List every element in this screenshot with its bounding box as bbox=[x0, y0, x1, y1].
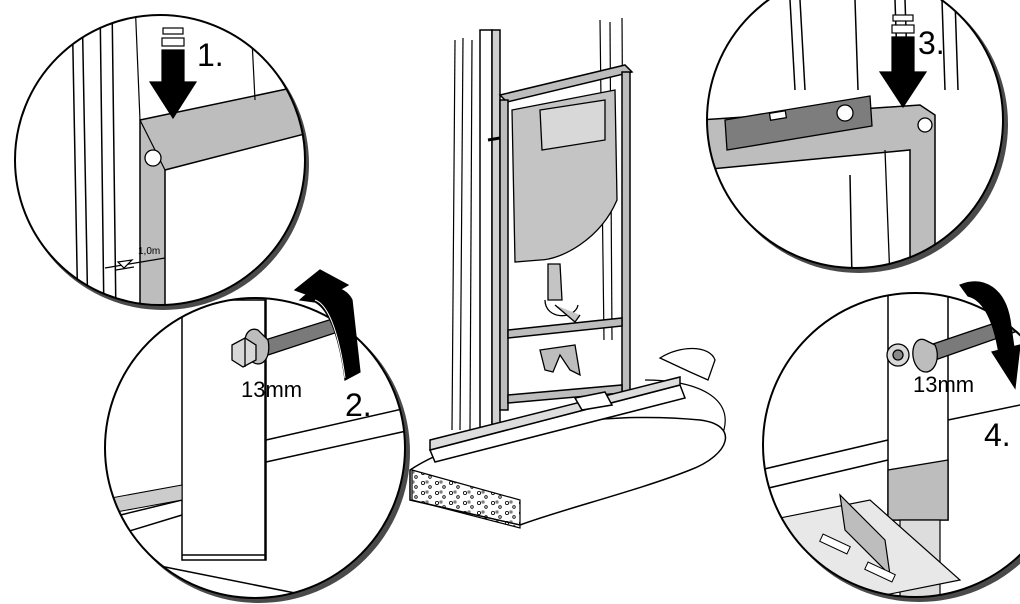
rotate-clockwise-arrow-icon bbox=[959, 281, 1020, 390]
step-3-number: 3. bbox=[918, 25, 945, 61]
rotate-clockwise-arrow-icon bbox=[293, 269, 361, 381]
spirit-level-icon bbox=[724, 95, 873, 151]
main-illustration bbox=[409, 17, 727, 529]
detail-circle-4: 13mm 4. bbox=[762, 281, 1020, 602]
step-1-number: 1. bbox=[197, 37, 224, 73]
step-4-tool-size: 13mm bbox=[913, 372, 974, 397]
step-2-number: 2. bbox=[345, 387, 372, 423]
toilet-edge bbox=[658, 347, 716, 381]
cistern-tank bbox=[511, 89, 618, 377]
down-arrow-icon bbox=[878, 14, 928, 109]
base-rail bbox=[428, 376, 687, 463]
step-2-tool-size: 13mm bbox=[241, 377, 302, 402]
frame-posts bbox=[479, 29, 501, 441]
bolt-mark bbox=[487, 136, 501, 142]
height-mark-label: 1,0m bbox=[138, 246, 160, 257]
down-arrow-icon bbox=[148, 27, 198, 120]
detail-circle-1: 1,0m 1. bbox=[14, 14, 309, 310]
step-4-number: 4. bbox=[984, 417, 1011, 453]
detail-circle-3: 3. bbox=[706, 0, 1008, 273]
detail-circle-2: 13mm 2. bbox=[104, 269, 410, 603]
wrench-icon bbox=[231, 314, 351, 368]
